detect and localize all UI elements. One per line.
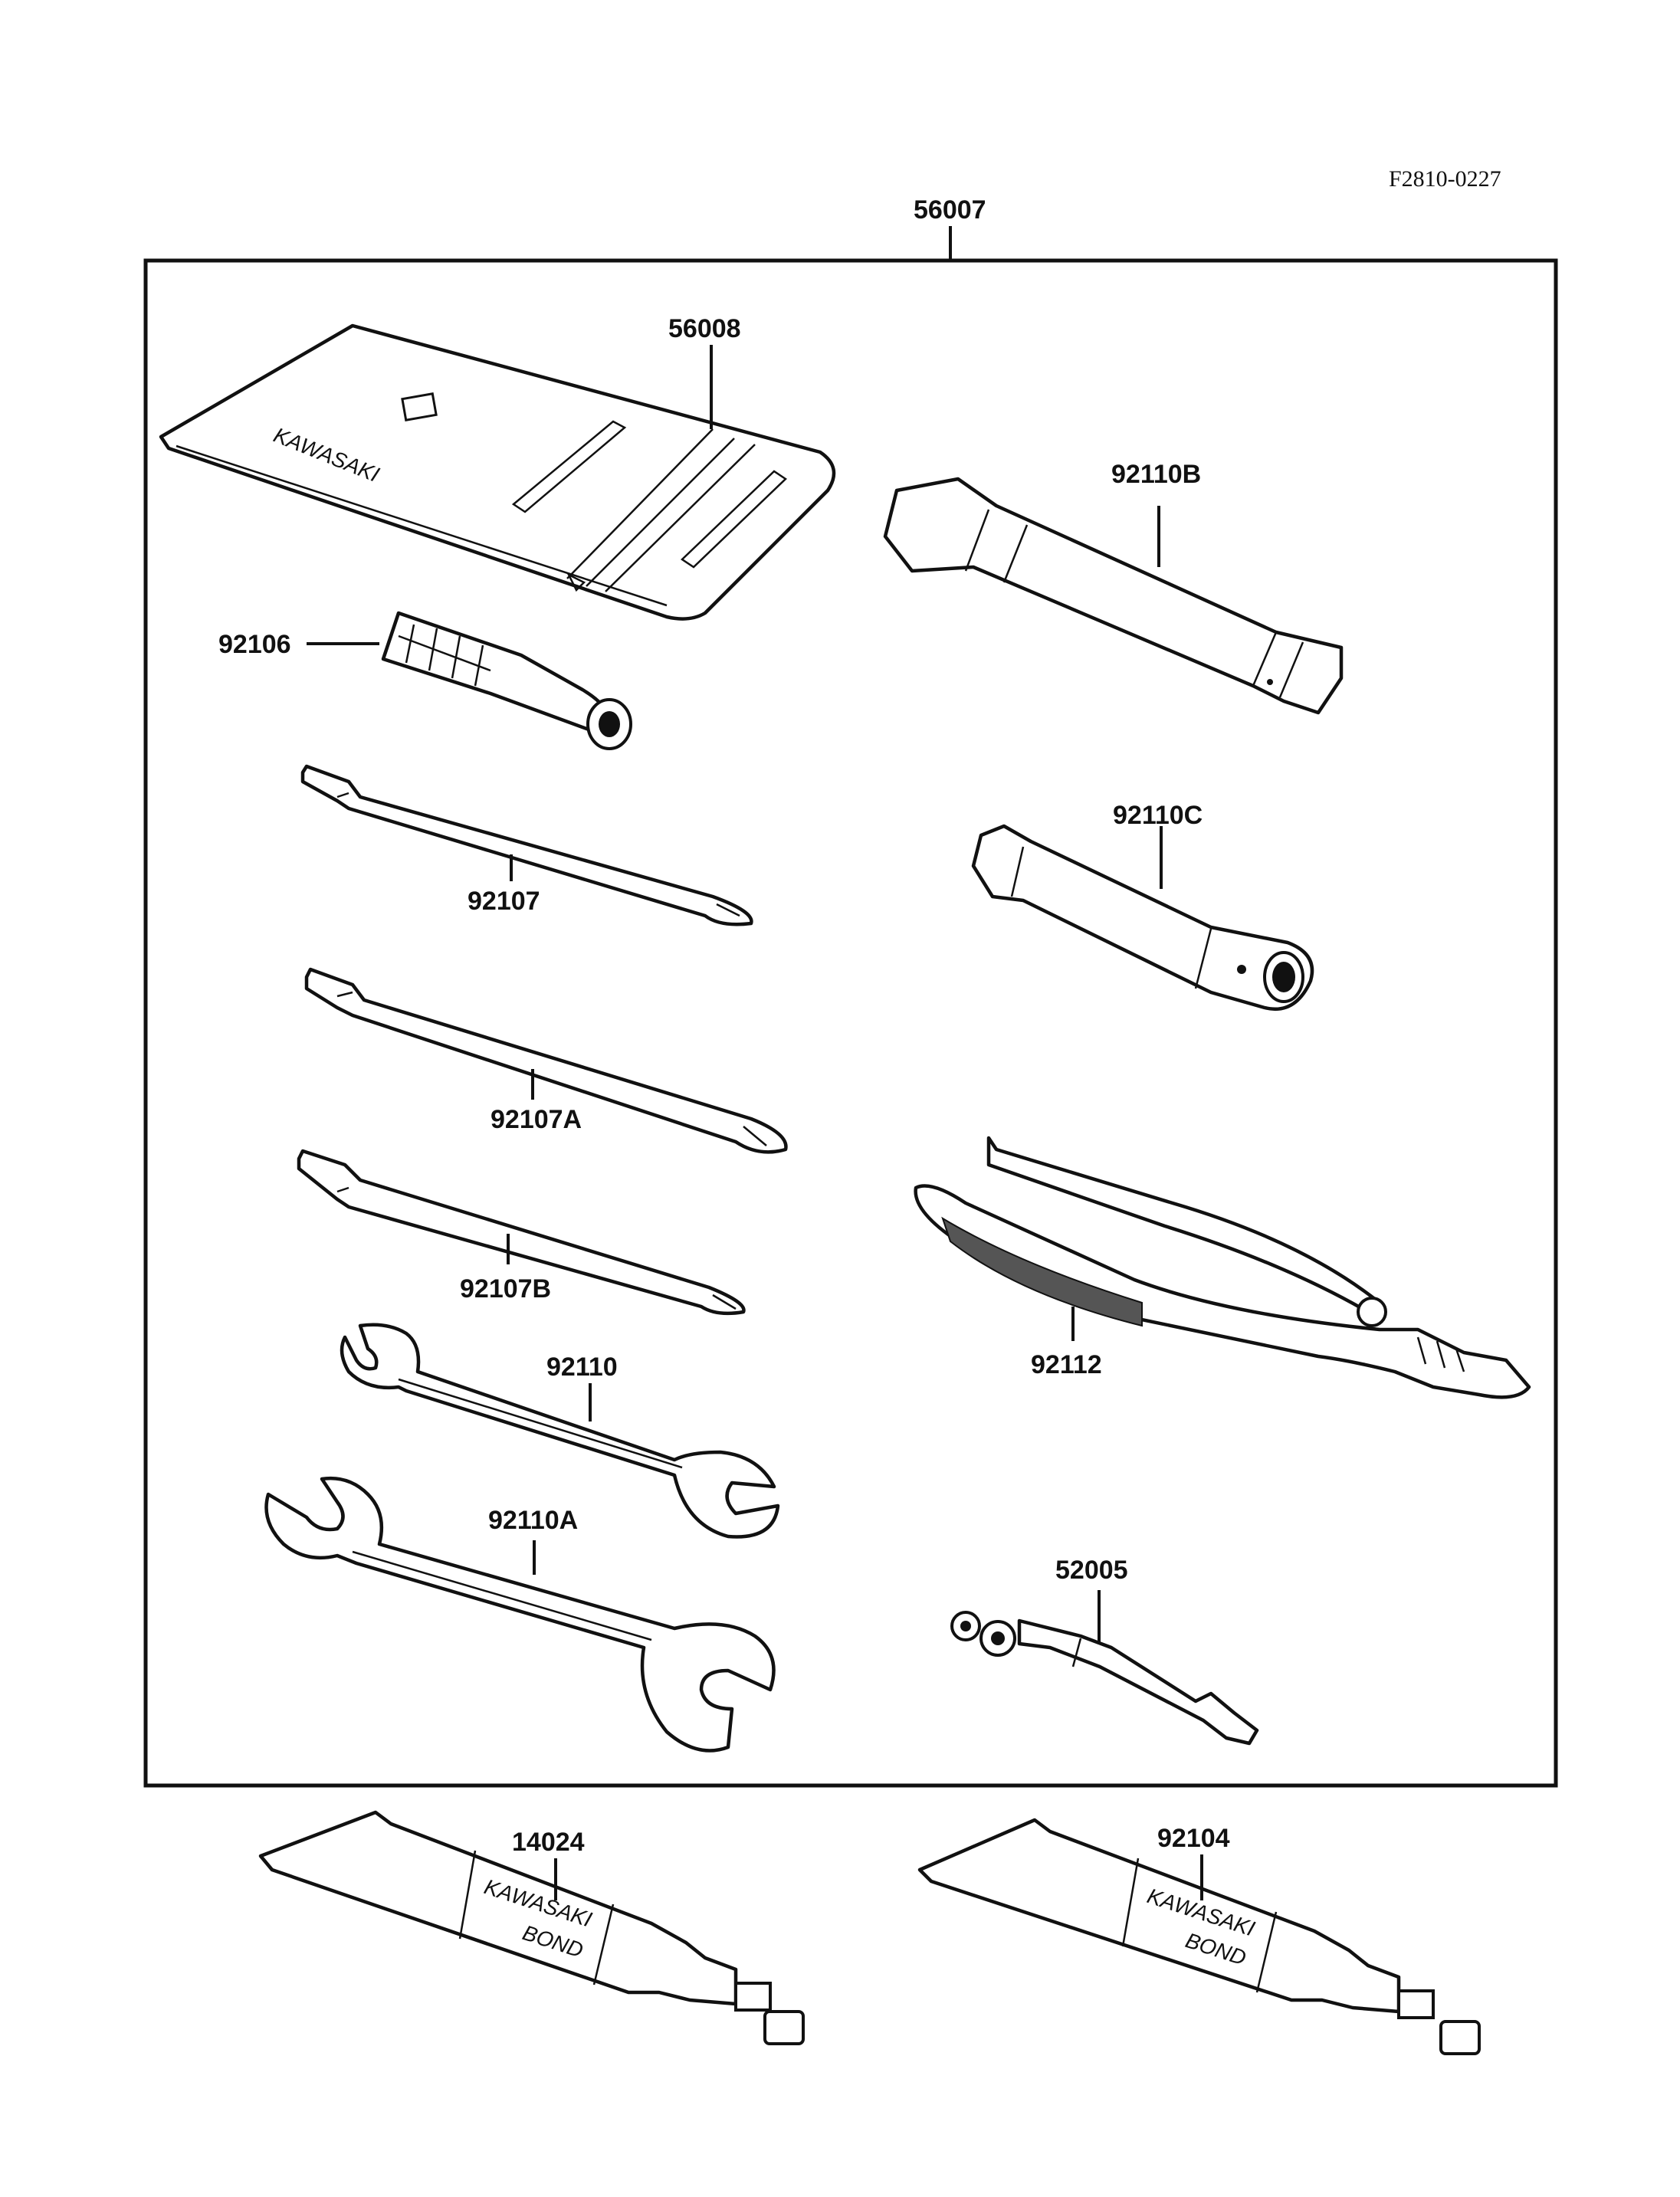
screwdriver-92107a xyxy=(304,967,788,1154)
label-92110a: 92110A xyxy=(488,1506,578,1535)
box-wrench-92110b xyxy=(883,477,1344,715)
pliers xyxy=(914,1136,1531,1399)
label-56008: 56008 xyxy=(668,314,741,343)
screwdriver-92107b xyxy=(297,1149,746,1316)
box-wrench-92110c xyxy=(971,824,1314,1012)
label-56007: 56007 xyxy=(914,195,986,225)
label-92107: 92107 xyxy=(468,887,540,916)
figure-code: F2810-0227 xyxy=(1389,166,1501,192)
bond-tube-92104: KAWASAKI BOND xyxy=(917,1818,1481,2055)
label-92106: 92106 xyxy=(218,630,291,659)
tool-bag: KAWASAKI xyxy=(159,323,836,621)
handle xyxy=(381,611,632,750)
label-92107a: 92107A xyxy=(491,1105,582,1134)
label-92112: 92112 xyxy=(1031,1350,1102,1379)
label-92110: 92110 xyxy=(546,1353,618,1382)
wrench-92110 xyxy=(340,1323,780,1539)
label-92110b: 92110B xyxy=(1111,460,1201,489)
label-92107b: 92107B xyxy=(460,1274,551,1303)
label-52005: 52005 xyxy=(1055,1556,1128,1585)
kit-frame xyxy=(143,226,1558,1788)
wrench-92110a xyxy=(264,1477,776,1753)
bag-window xyxy=(401,392,438,421)
label-14024: 14024 xyxy=(512,1828,585,1857)
label-92104: 92104 xyxy=(1157,1824,1230,1853)
label-92110c: 92110C xyxy=(1113,801,1203,830)
tire-gauge xyxy=(950,1611,1259,1746)
screwdriver-92107 xyxy=(300,764,753,926)
